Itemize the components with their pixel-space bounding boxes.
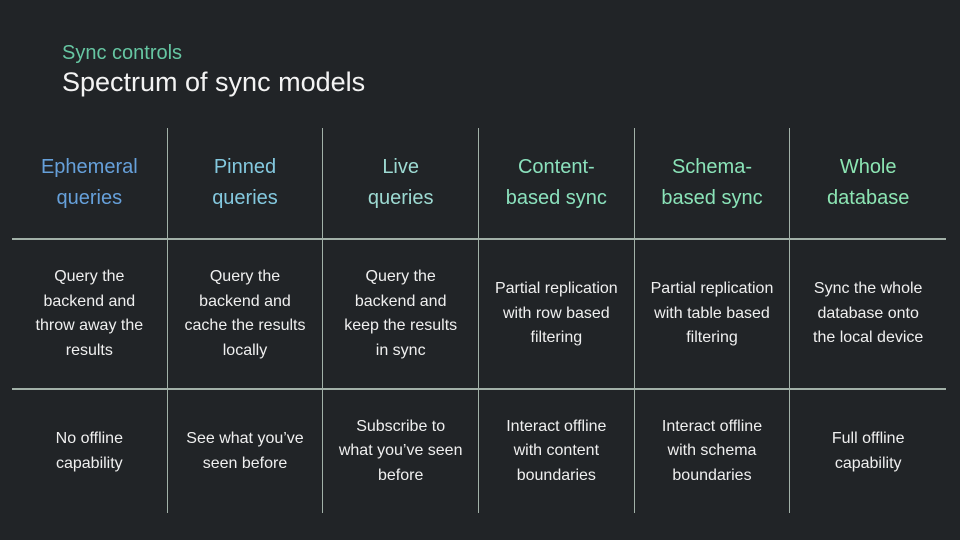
- cell-whole-db-offline: Full offline capability: [831, 430, 905, 472]
- cell-ephemeral-description: Query the backend and throw away the res…: [12, 240, 168, 390]
- cell-pinned-offline: See what you’ve seen before: [168, 390, 324, 513]
- cell-content-offline: Interact offline with content boundaries: [479, 390, 635, 513]
- cell-schema-description: Partial replication with table based fil…: [634, 240, 791, 390]
- cell-live-description: Query the backend and keep the results i…: [323, 240, 479, 390]
- slide-eyebrow: Sync controls: [62, 42, 183, 64]
- title-block: Sync controls Spectrum of sync models: [62, 40, 365, 98]
- cell-ephemeral-offline: No offline capability: [12, 390, 168, 513]
- cell-pinned-description: Query the backend and cache the results …: [167, 240, 324, 390]
- slide-title: Spectrum of sync models: [62, 67, 366, 97]
- header-schema-based-sync: Schema- based sync: [634, 128, 791, 240]
- sync-models-table: Ephemeral queries Pinned queries Live qu…: [12, 128, 946, 513]
- header-content-based-sync: Content- based sync: [479, 128, 635, 240]
- header-pinned-queries: Pinned queries: [167, 128, 324, 240]
- cell-whole-db-description: Sync the whole database onto the local d…: [790, 240, 946, 390]
- header-ephemeral-queries: Ephemeral queries: [12, 128, 168, 240]
- cell-content-description: Partial replication with row based filte…: [479, 240, 635, 390]
- cell-schema-offline: Interact offline with schema boundaries: [635, 390, 791, 513]
- header-whole-database: Whole database: [790, 128, 946, 240]
- cell-live-offline: Subscribe to what you’ve seen before: [323, 390, 479, 513]
- header-live-queries: Live queries: [323, 128, 479, 240]
